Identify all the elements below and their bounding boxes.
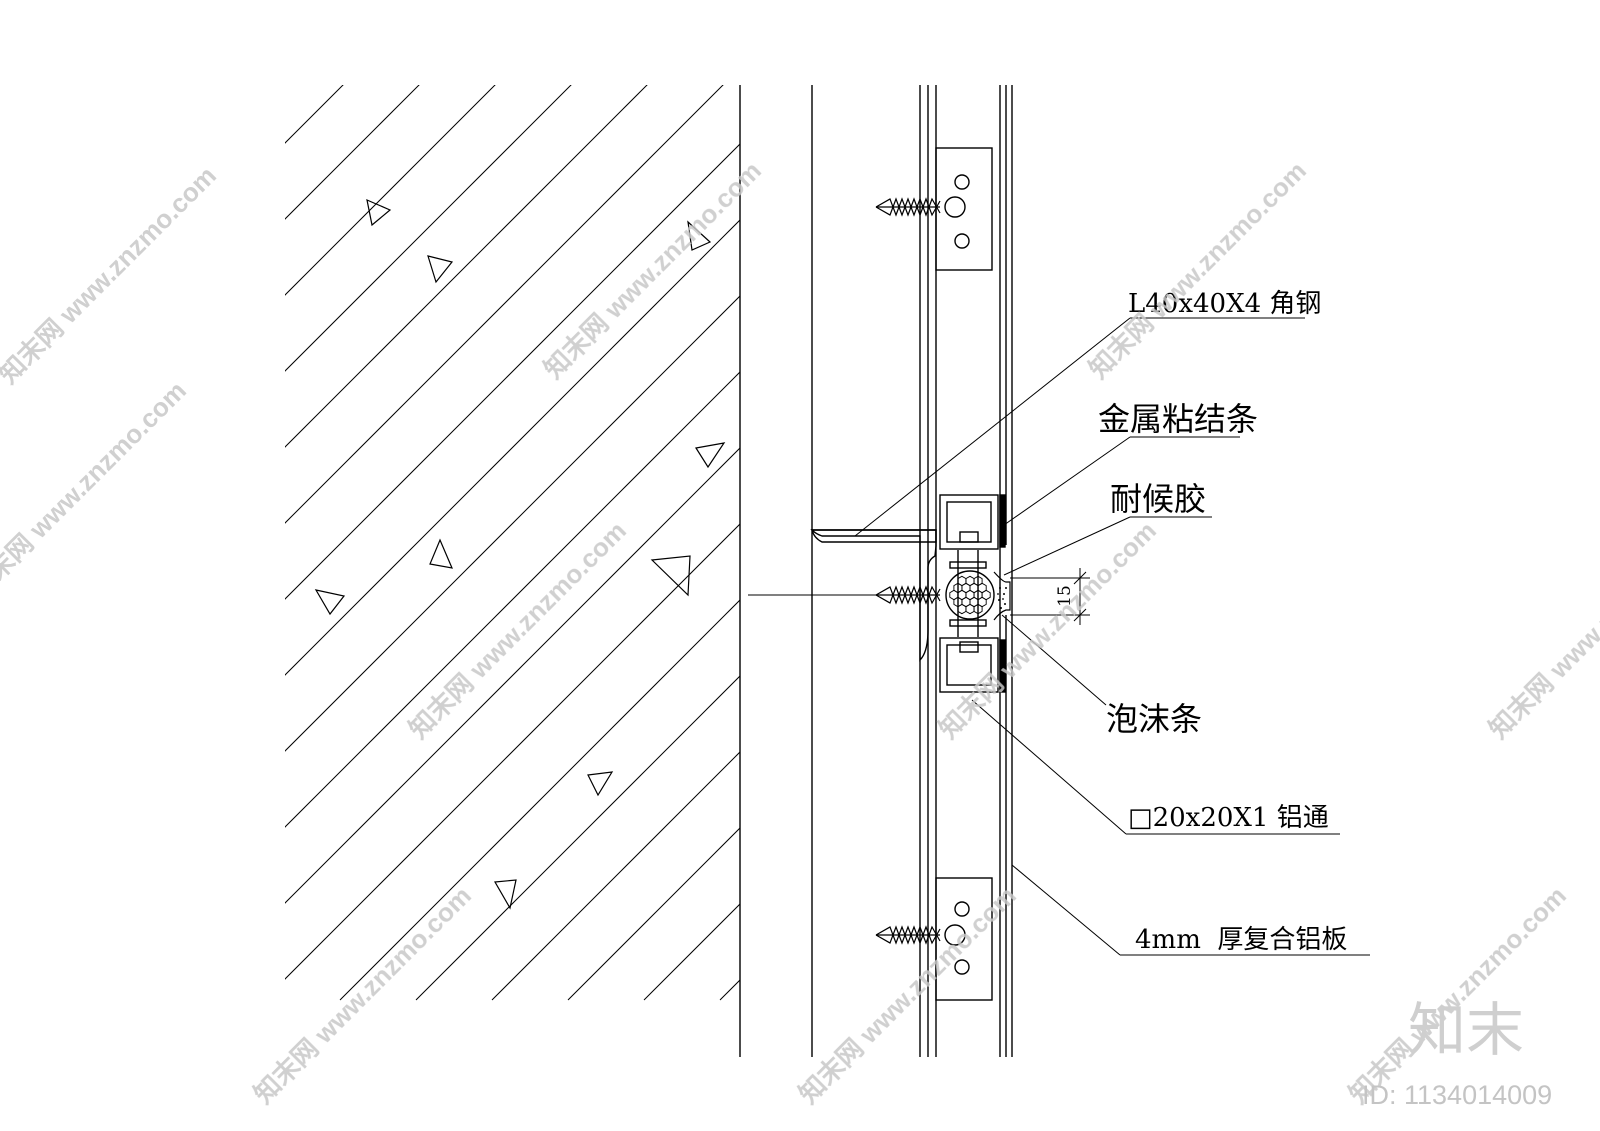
watermark-text: 知末网 www.znzmo.com [1343, 880, 1572, 1109]
callout-labels: L40x40X4 角钢 金属粘结条 耐候胶 泡沫条 □20x20X1 铝通 4m… [1098, 289, 1347, 955]
sealant-dots [997, 587, 1007, 609]
aggregate-triangles [314, 198, 726, 910]
bottom-screw [875, 925, 941, 945]
label-aluminum-tube: □20x20X1 铝通 [1128, 803, 1329, 833]
hatch-line [285, 85, 648, 448]
watermark-text: 知末网 www.znzmo.com [1083, 155, 1312, 384]
middle-screw [875, 585, 941, 605]
foam-cell [973, 603, 983, 615]
gap-dimension [1010, 568, 1090, 625]
metal-bonding-strip-lower [999, 639, 1006, 693]
upper-aluminum-tube [939, 494, 999, 550]
hatch-line [285, 371, 740, 828]
hatch-line [285, 447, 740, 904]
hatch-line [285, 85, 724, 524]
hatch-line [491, 751, 740, 1001]
hatch-line [415, 675, 740, 1001]
gap-dimension-value: 15 [1055, 585, 1075, 607]
joint-assembly [810, 494, 1011, 693]
watermark-text: 知末网 www.znzmo.com [1483, 515, 1600, 744]
watermark-text: 知末网 www.znzmo.com [0, 160, 222, 389]
watermark-text: 知末网 www.znzmo.com [793, 880, 1022, 1109]
hatch-line [339, 599, 740, 1001]
watermark-text: 知末网 www.znzmo.com [538, 155, 767, 384]
hatch-line [285, 295, 740, 752]
watermark-text: 知末网 www.znzmo.com [403, 515, 632, 744]
watermark-logo: 知末 [1408, 996, 1524, 1064]
label-aluminum-panel: 4mm 厚复合铝板 [1135, 925, 1347, 955]
foam-cell [957, 603, 967, 615]
label-sealant: 耐候胶 [1110, 480, 1206, 518]
weather-sealant [993, 571, 1011, 621]
watermark-text: 知末网 www.znzmo.com [0, 375, 192, 604]
hatch-line [567, 827, 740, 1001]
foam-rod [945, 570, 995, 620]
leader-lines [854, 317, 1370, 956]
watermark-id: ID: 1134014009 [1362, 1080, 1552, 1110]
hatch-line [872, 0, 1600, 1000]
lower-aluminum-tube [939, 637, 999, 693]
label-angle-steel: L40x40X4 角钢 [1128, 289, 1321, 319]
foam-cell [965, 603, 975, 615]
top-clip-bracket [875, 147, 993, 271]
angle-steel [810, 529, 937, 662]
hatch-line [285, 523, 740, 980]
hatch-line [285, 143, 740, 600]
bottom-clip-bracket [875, 877, 993, 1001]
hatch-line [0, 0, 276, 1000]
label-foam-strip: 泡沫条 [1106, 700, 1202, 738]
watermark-text: 知末网 www.znzmo.com [248, 880, 477, 1109]
metal-bonding-strip-upper [999, 494, 1006, 548]
label-metal-strip: 金属粘结条 [1098, 400, 1258, 438]
hatch-line [0, 0, 200, 1000]
concrete-wall-hatch [0, 0, 1600, 1001]
watermark-layer: 知末网 www.znzmo.com 知末网 www.znzmo.com 知末网 … [0, 155, 1600, 1109]
hatch-line [285, 85, 420, 220]
hatch-line [285, 85, 496, 296]
hatch-line [285, 85, 572, 372]
top-screw [875, 197, 941, 217]
hatch-line [285, 219, 740, 676]
